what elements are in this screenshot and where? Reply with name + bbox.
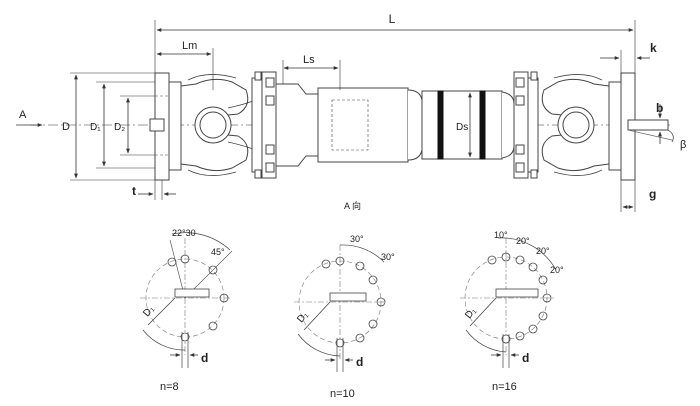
view-caption: A 向 — [344, 200, 361, 211]
flange-n16-caption: n=16 — [492, 381, 517, 393]
dim-k: k — [650, 41, 657, 55]
dim-Lm: Lm — [182, 40, 197, 52]
flange-view-n8: 22°30 45° D₁ d n=8 — [140, 228, 233, 393]
flange-view-n16: 10° 20° 20° 20° D₁ d n=16 — [460, 230, 564, 393]
left-bolt-flange — [251, 71, 277, 179]
flange-n16-angle-1: 10° — [494, 230, 508, 240]
right-bolt-flange — [513, 71, 539, 179]
flange-n8-diam: D₁ — [141, 303, 157, 319]
flange-n16-angle-4: 20° — [550, 265, 564, 275]
right-flange — [608, 81, 622, 171]
dim-D1: D₁ — [90, 122, 101, 133]
dim-g: g — [649, 187, 656, 201]
flange-n10-angle-1: 30° — [350, 234, 364, 244]
dimension-lines — [16, 20, 674, 212]
dim-Ds: Ds — [456, 122, 468, 133]
flange-n10-angle-2: 30° — [381, 252, 395, 262]
dim-D: D — [62, 121, 70, 133]
main-assembly-view: L Lm Ls k D D₁ D₂ Ds t g b β A A 向 — [16, 12, 686, 212]
flange-n8-angle-2: 45° — [211, 247, 225, 257]
flange-n16-angle-2: 20° — [516, 236, 530, 246]
spline-sleeve — [275, 83, 423, 167]
right-yoke — [541, 74, 610, 176]
flange-n16-angle-3: 20° — [536, 246, 550, 256]
dim-t: t — [132, 184, 136, 198]
dim-beta: β — [680, 139, 686, 151]
flange-n8-d: d — [201, 351, 208, 365]
shaft-tube — [421, 90, 515, 160]
dim-Ls: Ls — [303, 54, 315, 66]
dim-D2: D₂ — [114, 122, 125, 133]
flange-n8-caption: n=8 — [160, 381, 179, 393]
flange-n16-d: d — [522, 351, 529, 365]
flange-view-n10: 30° 30° D₁ d n=10 — [294, 234, 395, 400]
flange-n10-caption: n=10 — [330, 388, 355, 400]
view-arrow-label: A — [19, 109, 27, 121]
flange-n10-diam: D₁ — [295, 309, 311, 325]
flange-n10-d: d — [356, 355, 363, 369]
flange-n8-angle-1: 22°30 — [172, 228, 196, 238]
dim-b: b — [656, 101, 663, 115]
dim-L: L — [389, 12, 396, 26]
left-yoke — [180, 74, 263, 176]
